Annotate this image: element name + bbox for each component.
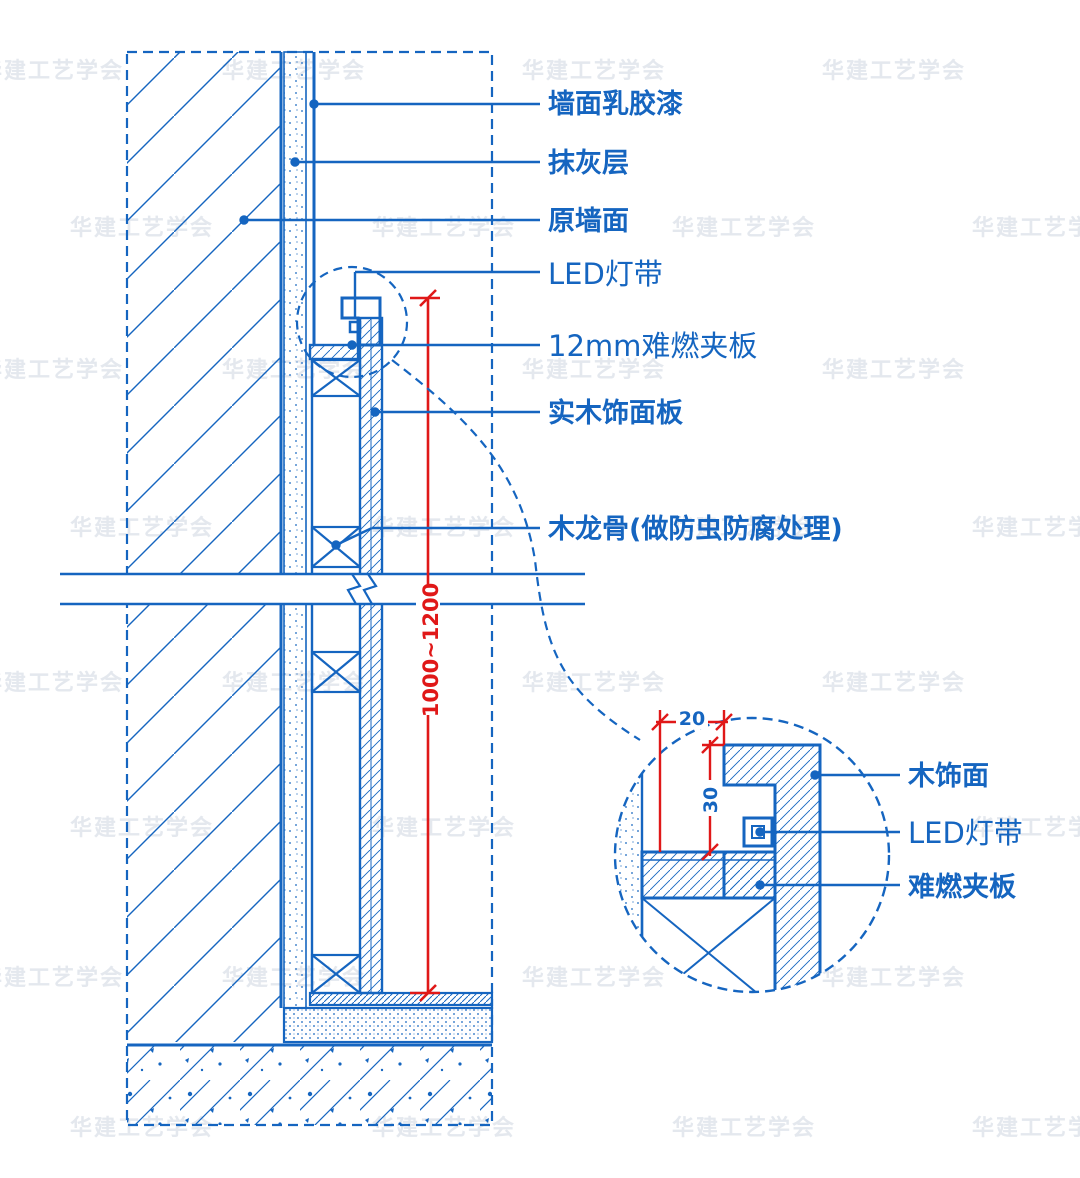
watermark-text: 华建工艺学会: [522, 357, 666, 383]
watermark-text: 华建工艺学会: [822, 58, 966, 84]
floor-finish: [308, 991, 494, 1007]
label-plaster: 抹灰层: [548, 148, 629, 179]
watermark-text: 华建工艺学会: [372, 815, 516, 841]
watermark-text: 华建工艺学会: [672, 515, 816, 541]
detail-label-led-strip: LED灯带: [908, 816, 1023, 850]
label-solid-wood-panel: 实木饰面板: [548, 397, 683, 429]
label-fire-board: 12mm难燃夹板: [548, 329, 757, 363]
original-wall: [127, 52, 281, 1042]
detail-label-wood-finish: 木饰面: [907, 761, 989, 792]
detail-width-dimension: 20: [679, 708, 705, 730]
watermark-text: 华建工艺学会: [822, 357, 966, 383]
label-latex-paint: 墙面乳胶漆: [548, 88, 683, 120]
label-leaders: [239, 99, 540, 550]
watermark-text: 华建工艺学会: [672, 215, 816, 241]
watermark-text: 华建工艺学会: [822, 965, 966, 991]
watermark-text: 华建工艺学会: [522, 670, 666, 696]
plaster-layer: [283, 51, 307, 1009]
watermark-text: 华建工艺学会: [0, 670, 124, 696]
watermark-text: 华建工艺学会: [972, 215, 1080, 241]
watermark-text: 华建工艺学会: [972, 815, 1080, 841]
watermark-text: 华建工艺学会: [972, 515, 1080, 541]
watermark-text: 华建工艺学会: [522, 965, 666, 991]
label-led-strip: LED灯带: [548, 257, 663, 291]
watermark-text: 华建工艺学会: [0, 58, 124, 84]
screed-layer: [282, 1006, 494, 1044]
label-wood-keel: 木龙骨(做防虫防腐处理): [547, 514, 843, 545]
height-dimension-label: 1000~1200: [419, 583, 443, 718]
detail-label-fire-board: 难燃夹板: [907, 872, 1016, 903]
watermark-text: 华建工艺学会: [972, 1115, 1080, 1141]
watermark-text: 华建工艺学会: [522, 58, 666, 84]
detail-height-dimension: 30: [700, 787, 722, 813]
label-original-wall: 原墙面: [548, 206, 629, 237]
detail-enlargement: 20 30: [613, 707, 900, 994]
watermark-text: 华建工艺学会: [0, 965, 124, 991]
detail-callout-leader: [391, 359, 641, 741]
main-section: 1000~1200: [60, 50, 641, 1127]
detail-callout-circle: [295, 265, 409, 379]
floor-slab: [127, 1045, 492, 1125]
watermark-text: 华建工艺学会: [822, 670, 966, 696]
watermark-text: 华建工艺学会: [0, 357, 124, 383]
watermark-text: 华建工艺学会: [672, 1115, 816, 1141]
